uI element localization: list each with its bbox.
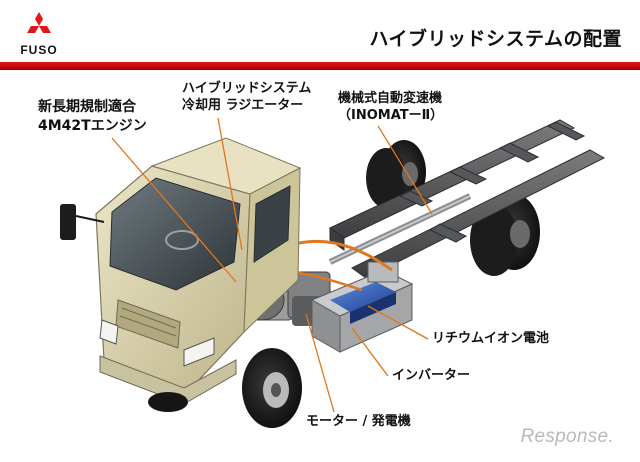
callout-motor-generator: モーター / 発電機: [306, 413, 411, 430]
header-divider: [0, 62, 640, 70]
callout-transmission-line-1: 機械式自動変速機: [338, 90, 443, 107]
callout-transmission: 機械式自動変速機 （INOMATーⅡ）: [338, 90, 443, 124]
fuso-logo: FUSO: [14, 12, 64, 58]
callout-radiator: ハイブリッドシステム 冷却用 ラジエーター: [182, 80, 311, 114]
callout-engine-line-1: 新長期規制適合: [38, 98, 147, 117]
response-watermark: Response.: [520, 426, 614, 448]
page-title: ハイブリッドシステムの配置: [369, 24, 622, 51]
callout-engine-line-2: 4M42Tエンジン: [38, 117, 147, 136]
callout-radiator-line-2: 冷却用 ラジエーター: [182, 97, 311, 114]
callout-engine: 新長期規制適合 4M42Tエンジン: [38, 98, 147, 136]
callout-inverter: インバーター: [392, 367, 470, 384]
brand-wordmark: FUSO: [14, 43, 64, 57]
callout-radiator-line-1: ハイブリッドシステム: [182, 80, 311, 97]
callout-battery: リチウムイオン電池: [432, 330, 549, 347]
three-diamonds-icon: [25, 12, 53, 40]
callout-transmission-line-2: （INOMATーⅡ）: [338, 107, 443, 124]
